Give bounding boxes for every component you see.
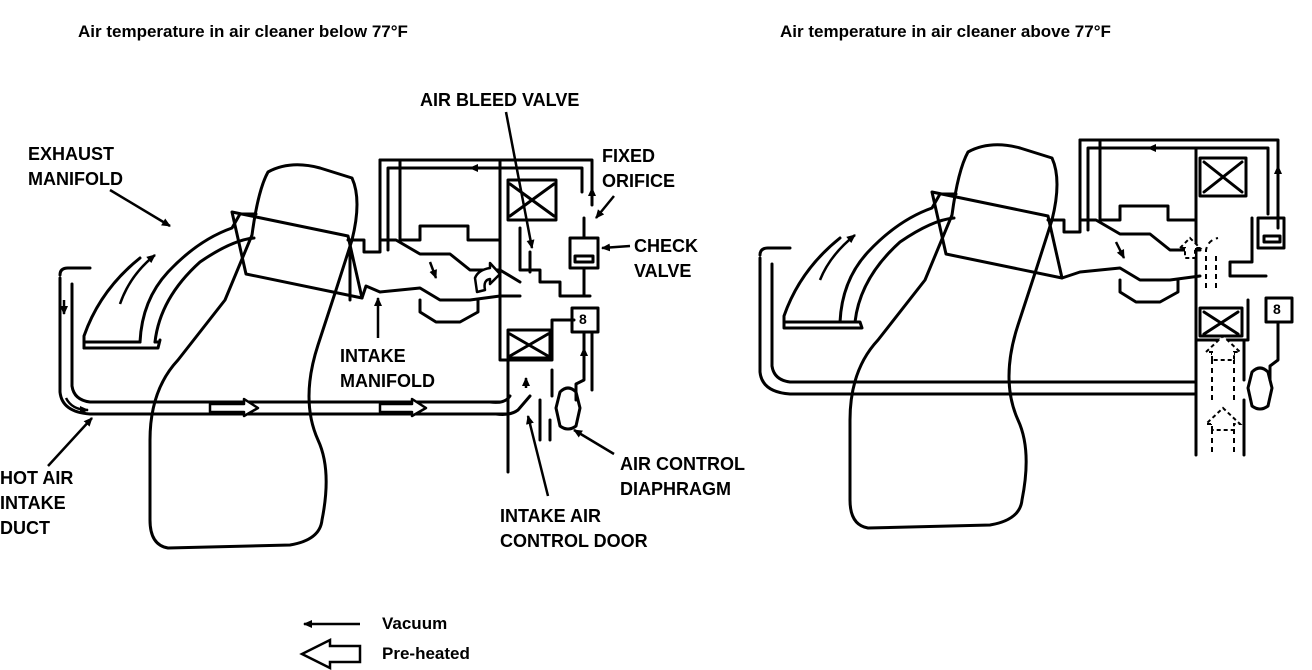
intake-air-control-door-label: INTAKE AIR CONTROL DOOR [500, 506, 648, 551]
preheated-legend-symbol [299, 637, 362, 670]
check-valve-left [568, 236, 600, 270]
hot-air-intake-duct-label: HOT AIR INTAKE DUCT [0, 468, 74, 538]
check-valve-leader [601, 243, 631, 252]
hot-air-intake-duct-right [758, 246, 1198, 396]
right-diagram-title: Air temperature in air cleaner above 77°… [780, 22, 1111, 41]
preheated-flow-arrow [208, 397, 260, 418]
flow-arrow [118, 254, 156, 305]
air-bleed-valve-label: AIR BLEED VALVE [420, 90, 580, 110]
check-valve-right [1256, 216, 1286, 250]
engine-block-right [848, 143, 1059, 530]
legend-vacuum-label: Vacuum [382, 614, 448, 633]
engine-block-left [148, 163, 359, 550]
vacuum-flow-arrow [428, 261, 438, 279]
air-control-diaphragm-leader [573, 428, 615, 456]
left-diagram-title: Air temperature in air cleaner below 77°… [78, 22, 408, 41]
flow-arrow [64, 397, 89, 414]
hot-air-duct-leader [47, 417, 93, 467]
sensor-label-right: 8 [1273, 301, 1281, 317]
intake-manifold-left [346, 238, 522, 284]
preheated-flow-arrow [378, 397, 428, 418]
check-valve-label: CHECK VALVE [634, 236, 699, 281]
air-cleaner-right [930, 190, 1064, 280]
air-cleaner-left [230, 210, 364, 300]
legend-preheated-label: Pre-heated [382, 644, 470, 663]
exhaust-manifold-left [138, 212, 258, 344]
intake-manifold-label: INTAKE MANIFOLD [340, 346, 435, 391]
intake-door-leader [526, 415, 550, 497]
air-control-diaphragm-left [554, 386, 582, 431]
exhaust-manifold-label: EXHAUST MANIFOLD [28, 144, 123, 189]
air-bleed-valve-leader [504, 111, 535, 249]
hot-air-intake-duct-left [58, 266, 510, 416]
exhaust-manifold-leader [109, 188, 171, 228]
air-control-diaphragm-right [1246, 366, 1274, 411]
preheated-flow-arrow [473, 261, 502, 294]
vacuum-flow-arrow [1114, 241, 1126, 259]
fixed-orifice-leader [595, 195, 615, 219]
preheated-flow-arrow [1203, 334, 1243, 361]
preheated-flow-arrow [1177, 236, 1203, 259]
preheated-flow-arrow [1203, 406, 1243, 431]
air-control-diaphragm-label: AIR CONTROL DIAPHRAGM [620, 454, 745, 499]
flow-arrow [818, 234, 856, 281]
sensor-label-left: 8 [579, 311, 587, 327]
fixed-orifice-label: FIXED ORIFICE [602, 146, 676, 191]
